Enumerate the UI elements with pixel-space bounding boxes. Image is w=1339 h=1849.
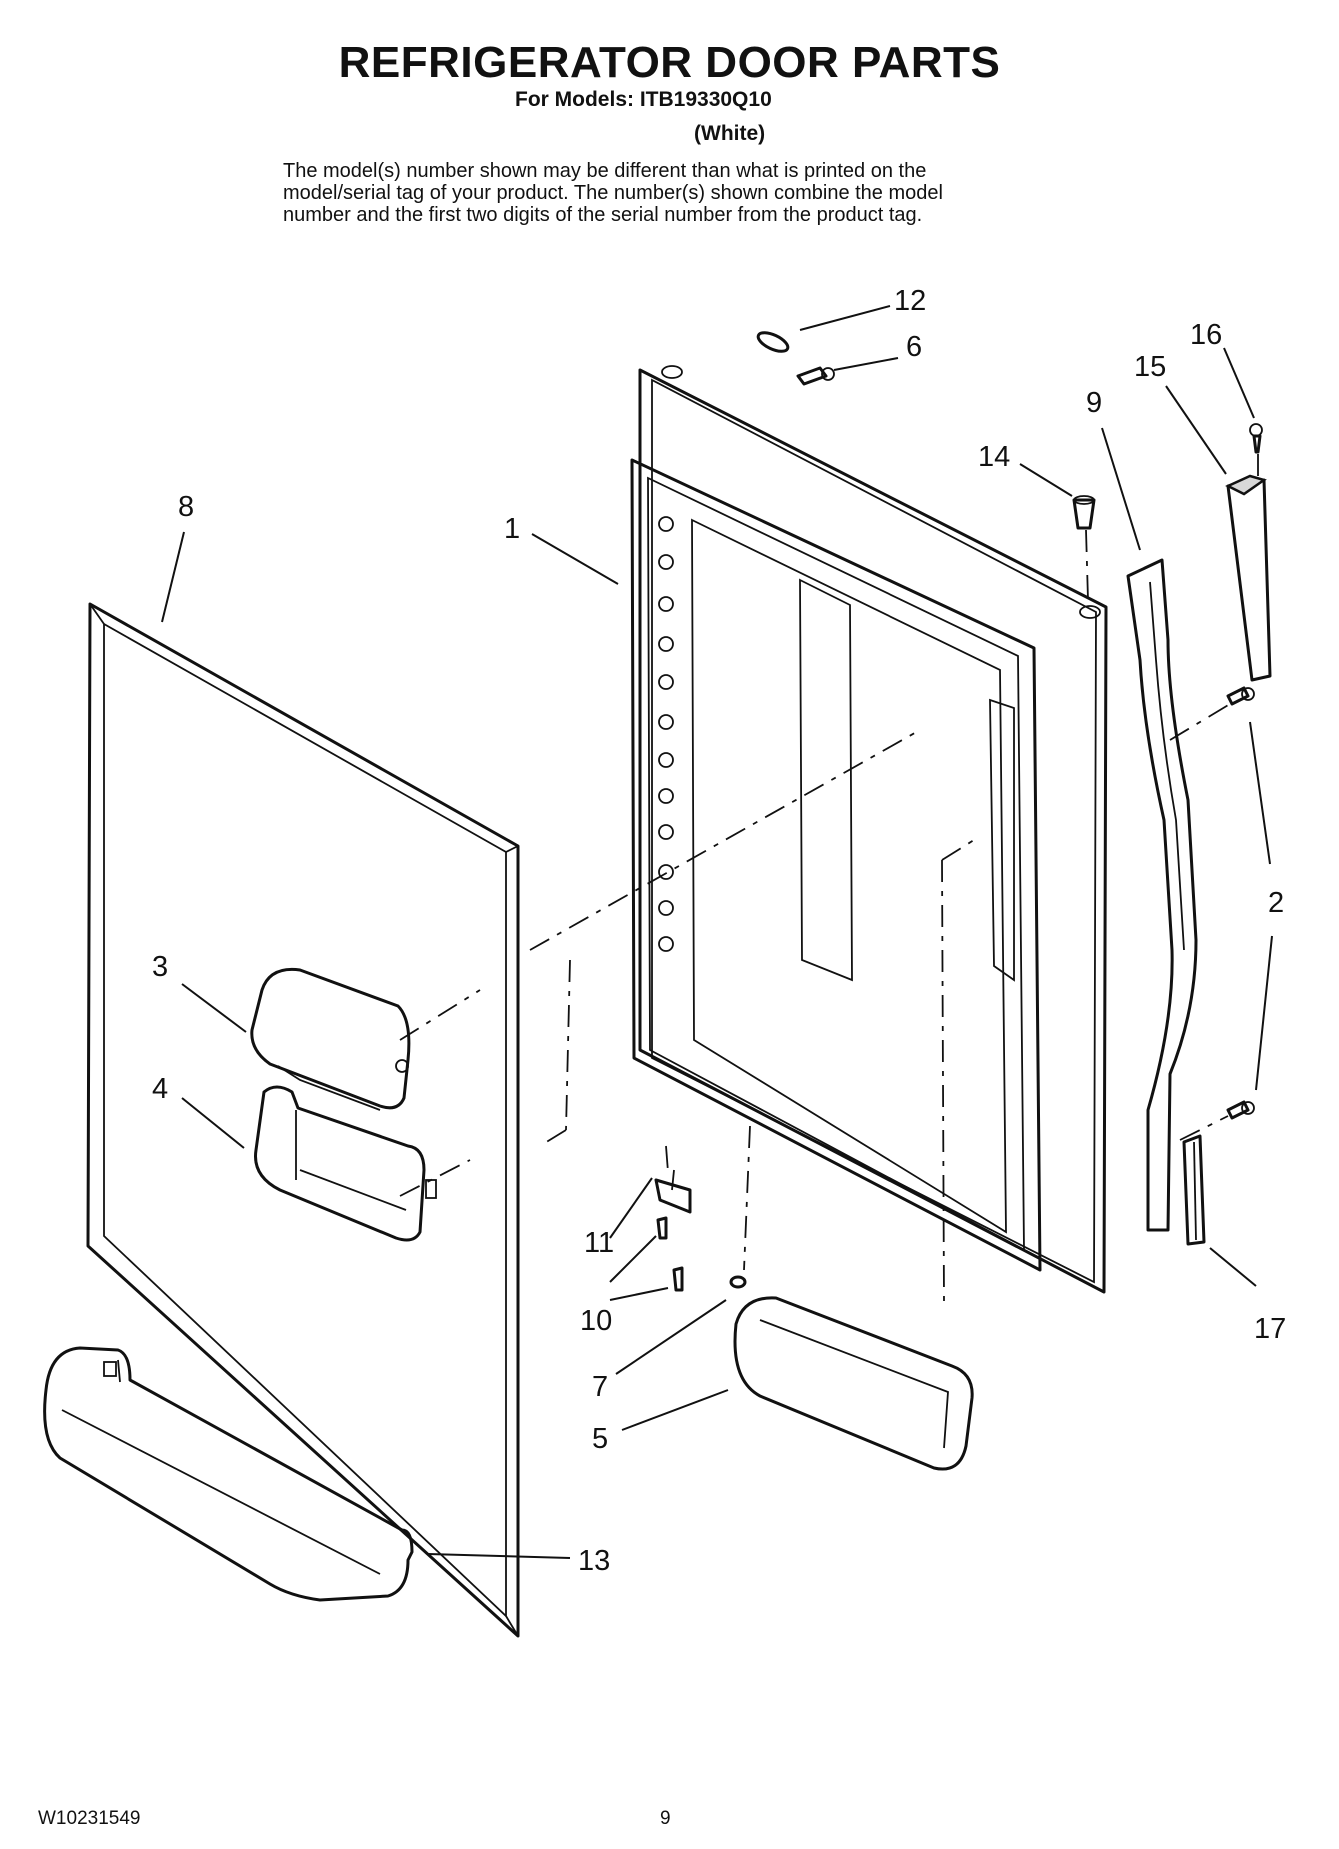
- note-line-1: The model(s) number shown may be differe…: [283, 160, 927, 182]
- part-17-lower-handle-trim: [1182, 1134, 1206, 1246]
- note-line-3: number and the first two digits of the s…: [283, 204, 923, 226]
- part-12-plug: [756, 331, 790, 353]
- page-number: 9: [660, 1808, 671, 1829]
- part-5-door-bin: [733, 1296, 974, 1471]
- part-1-door-liner: [630, 365, 1108, 1294]
- part-4-dispenser-tray: [254, 1085, 437, 1242]
- part-14-bushing: [1072, 495, 1096, 530]
- part-10-screws: [656, 1216, 684, 1292]
- part-13-lower-door-bin: [43, 1346, 414, 1602]
- part-15-handle-trim: [1225, 474, 1272, 682]
- callout-15: 15: [1134, 351, 1166, 383]
- callout-16: 16: [1190, 319, 1222, 351]
- callout-2: 2: [1268, 887, 1284, 919]
- note-line-2: model/serial tag of your product. The nu…: [283, 182, 943, 204]
- part-2-screw-upper: [1226, 686, 1255, 706]
- callout-4: 4: [152, 1073, 168, 1105]
- callout-6: 6: [906, 331, 922, 363]
- callout-10: 10: [580, 1305, 612, 1337]
- part-7-bumper: [729, 1275, 747, 1289]
- part-2-screw-lower: [1226, 1100, 1255, 1120]
- shelf-support-bumps: [658, 516, 674, 952]
- callout-17: 17: [1254, 1313, 1286, 1345]
- model-note: The model(s) number shown may be differe…: [283, 160, 1103, 226]
- callout-1: 1: [504, 513, 520, 545]
- callout-5: 5: [592, 1423, 608, 1455]
- callout-labels: 12 6 1 8 14 9 15 16 2 3 4 11 10 7 5 13 1…: [152, 285, 1286, 1577]
- callout-11: 11: [584, 1227, 614, 1259]
- document-number: W10231549: [38, 1808, 141, 1829]
- callout-12: 12: [894, 285, 926, 317]
- assembly-lines: [399, 454, 1259, 1303]
- part-6-screw: [796, 366, 835, 386]
- callout-13: 13: [578, 1545, 610, 1577]
- callout-8: 8: [178, 491, 194, 523]
- part-8-door-panel: [86, 602, 520, 1638]
- part-3-dispenser-housing: [250, 967, 411, 1111]
- model-number: For Models: ITB19330Q10: [515, 88, 772, 111]
- callout-9: 9: [1086, 387, 1102, 419]
- callout-14: 14: [978, 441, 1010, 473]
- part-11-bracket: [654, 1169, 692, 1214]
- callout-3: 3: [152, 951, 168, 983]
- callout-7: 7: [592, 1371, 608, 1403]
- leader-lines: [161, 305, 1273, 1559]
- part-9-handle: [1126, 558, 1198, 1232]
- part-16-screw: [1249, 423, 1263, 454]
- model-color: (White): [694, 122, 766, 145]
- page-title: REFRIGERATOR DOOR PARTS: [338, 38, 1001, 87]
